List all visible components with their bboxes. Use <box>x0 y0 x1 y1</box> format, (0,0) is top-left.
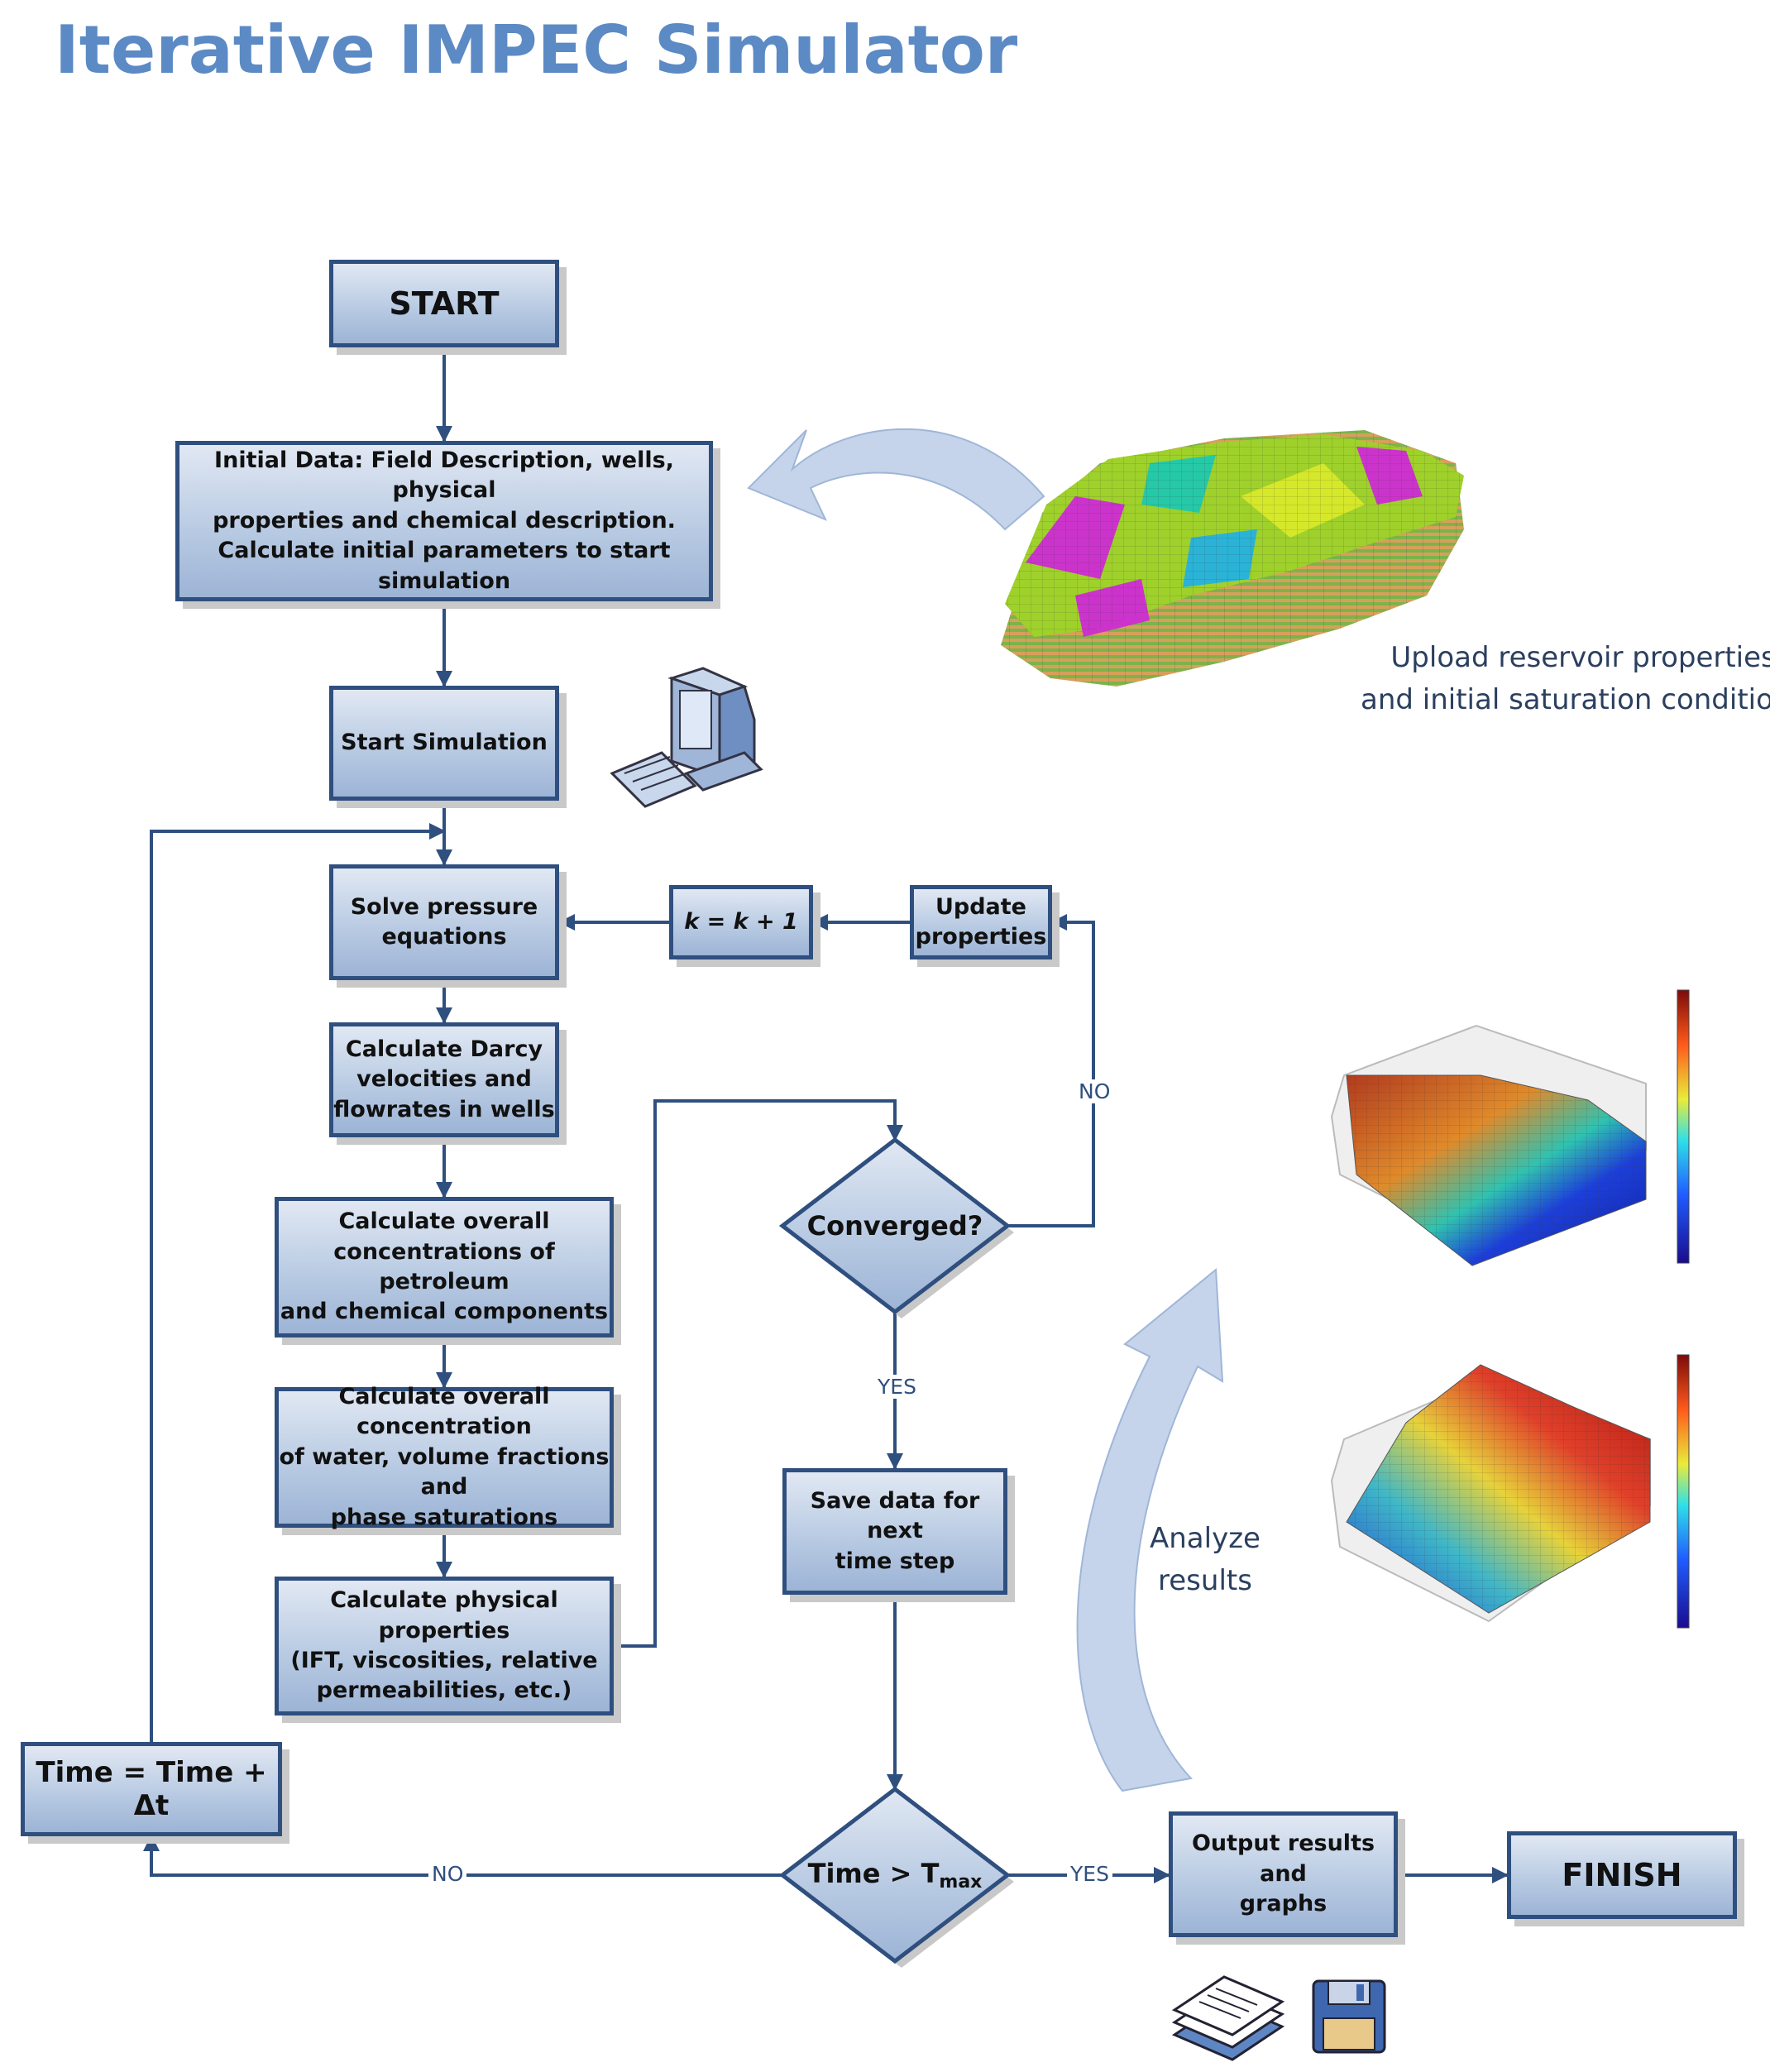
edge-label-yes-time: YES <box>1067 1862 1112 1886</box>
start-node: START <box>329 260 559 347</box>
darcy-line-3: flowrates in wells <box>333 1096 555 1122</box>
analyze-note-line-1: Analyze <box>1150 1522 1261 1555</box>
update-properties-node: Update properties <box>910 885 1052 959</box>
time-check-subscript: max <box>939 1872 983 1893</box>
solve-pressure-node: Solve pressure equations <box>329 864 559 980</box>
documents-icon <box>1171 1975 1285 2061</box>
initial-data-line-1: Initial Data: Field Description, wells, … <box>214 447 674 504</box>
page-title: Iterative IMPEC Simulator <box>55 12 1018 89</box>
darcy-line-2: velocities and <box>356 1066 532 1093</box>
water-conc-line-1: Calculate overall concentration <box>338 1383 550 1440</box>
water-concentration-node: Calculate overall concentration of water… <box>275 1384 614 1530</box>
output-line-2: graphs <box>1239 1891 1328 1917</box>
output-line-1: Output results and <box>1191 1830 1375 1887</box>
upload-note-line-2: and initial saturation conditions <box>1361 683 1770 716</box>
k-increment-label: k = k + 1 <box>684 908 798 935</box>
analyze-note: Analyze results <box>1150 1518 1261 1602</box>
time-check-diamond <box>778 1786 1012 1964</box>
computer-icon <box>610 667 763 808</box>
physical-properties-node: Calculate physical properties (IFT, visc… <box>275 1577 614 1716</box>
overall-conc-line-3: and chemical components <box>280 1299 609 1325</box>
output-node: Output results and graphs <box>1169 1811 1398 1937</box>
finish-node: FINISH <box>1507 1831 1737 1919</box>
k-increment-node: k = k + 1 <box>669 885 813 959</box>
time-check-text: Time > T <box>807 1858 940 1889</box>
finish-label: FINISH <box>1562 1857 1682 1893</box>
edge-label-no-time: NO <box>428 1862 467 1886</box>
initial-data-line-2: properties and chemical description. <box>213 507 676 534</box>
converged-text: Converged? <box>806 1210 983 1242</box>
darcy-line-1: Calculate Darcy <box>345 1036 543 1062</box>
analyze-note-line-2: results <box>1158 1564 1252 1597</box>
converged-label: Converged? <box>782 1191 1007 1261</box>
overall-conc-line-2: concentrations of petroleum <box>333 1238 555 1294</box>
water-conc-line-2: of water, volume fractions and <box>279 1443 610 1500</box>
start-simulation-label: Start Simulation <box>341 730 548 756</box>
save-data-node: Save data for next time step <box>782 1468 1007 1595</box>
solve-pressure-line-2: equations <box>381 924 507 950</box>
darcy-node: Calculate Darcy velocities and flowrates… <box>329 1022 559 1137</box>
update-properties-line-2: properties <box>915 924 1047 950</box>
start-label: START <box>389 285 500 322</box>
time-increment-node: Time = Time + Δt <box>21 1742 282 1836</box>
physical-props-line-3: permeabilities, etc.) <box>316 1677 572 1704</box>
reservoir-model-image <box>1001 430 1464 687</box>
save-data-line-2: time step <box>835 1548 955 1574</box>
edge-label-no-converged: NO <box>1075 1079 1114 1103</box>
upload-note: Upload reservoir properties and initial … <box>1361 637 1770 721</box>
curved-arrow-analyze <box>1076 1267 1224 1792</box>
physical-props-line-1: Calculate physical properties <box>330 1587 558 1644</box>
update-properties-line-1: Update <box>935 893 1026 920</box>
time-check-label: Time > Tmax <box>782 1840 1007 1910</box>
oil-saturation-plot <box>1330 1354 1690 1629</box>
save-data-line-1: Save data for next <box>810 1487 980 1544</box>
edge-label-yes-converged: YES <box>874 1375 920 1399</box>
time-increment-label: Time = Time + Δt <box>36 1756 267 1822</box>
overall-concentrations-node: Calculate overall concentrations of petr… <box>275 1197 614 1337</box>
physical-props-line-2: (IFT, viscosities, relative <box>290 1648 598 1673</box>
initial-data-node: Initial Data: Field Description, wells, … <box>175 441 713 601</box>
initial-data-line-3: Calculate initial parameters to start si… <box>218 538 671 594</box>
converged-diamond <box>778 1136 1012 1315</box>
start-simulation-node: Start Simulation <box>329 686 559 801</box>
upload-note-line-1: Upload reservoir properties <box>1390 641 1770 674</box>
overall-conc-line-1: Calculate overall <box>338 1208 550 1235</box>
water-conc-line-3: phase saturations <box>330 1504 558 1530</box>
curved-arrow-upload <box>747 428 1045 531</box>
solve-pressure-line-1: Solve pressure <box>350 893 538 920</box>
water-saturation-plot <box>1330 989 1690 1266</box>
floppy-disk-icon <box>1312 1979 1386 2054</box>
